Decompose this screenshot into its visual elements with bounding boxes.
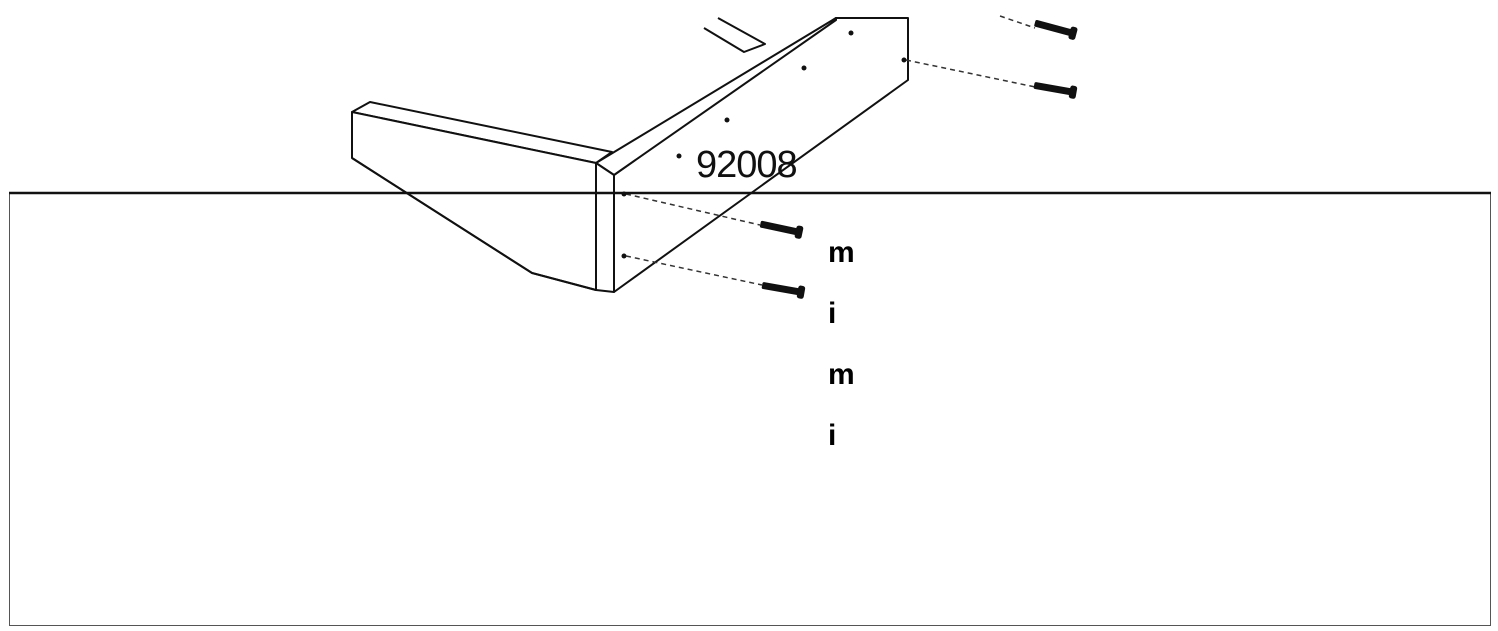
- step-label: m: [828, 236, 855, 269]
- hole: [901, 57, 907, 63]
- step-label: i: [828, 297, 837, 330]
- hole: [848, 30, 854, 36]
- hole: [676, 153, 682, 159]
- hole: [801, 65, 807, 71]
- guide-lines: [625, 15, 1041, 286]
- rear-rail: [703, 17, 766, 53]
- step-label: m: [828, 358, 855, 391]
- screw-icon: [1033, 82, 1078, 99]
- screw-icon: [759, 220, 804, 239]
- side-panel-end-face: [595, 162, 615, 293]
- screw-icon: [761, 282, 806, 299]
- hole: [724, 117, 730, 123]
- step-label: i: [828, 419, 837, 452]
- instruction-panel-frame: [9, 192, 1491, 626]
- foot-bracket-side: [351, 111, 597, 291]
- hole: [621, 253, 627, 259]
- part-number: 92008: [696, 144, 798, 186]
- screw-icon: [1034, 19, 1078, 40]
- foot-bracket-bottom-edge: [351, 157, 597, 291]
- label-stack: m i m i: [828, 222, 868, 466]
